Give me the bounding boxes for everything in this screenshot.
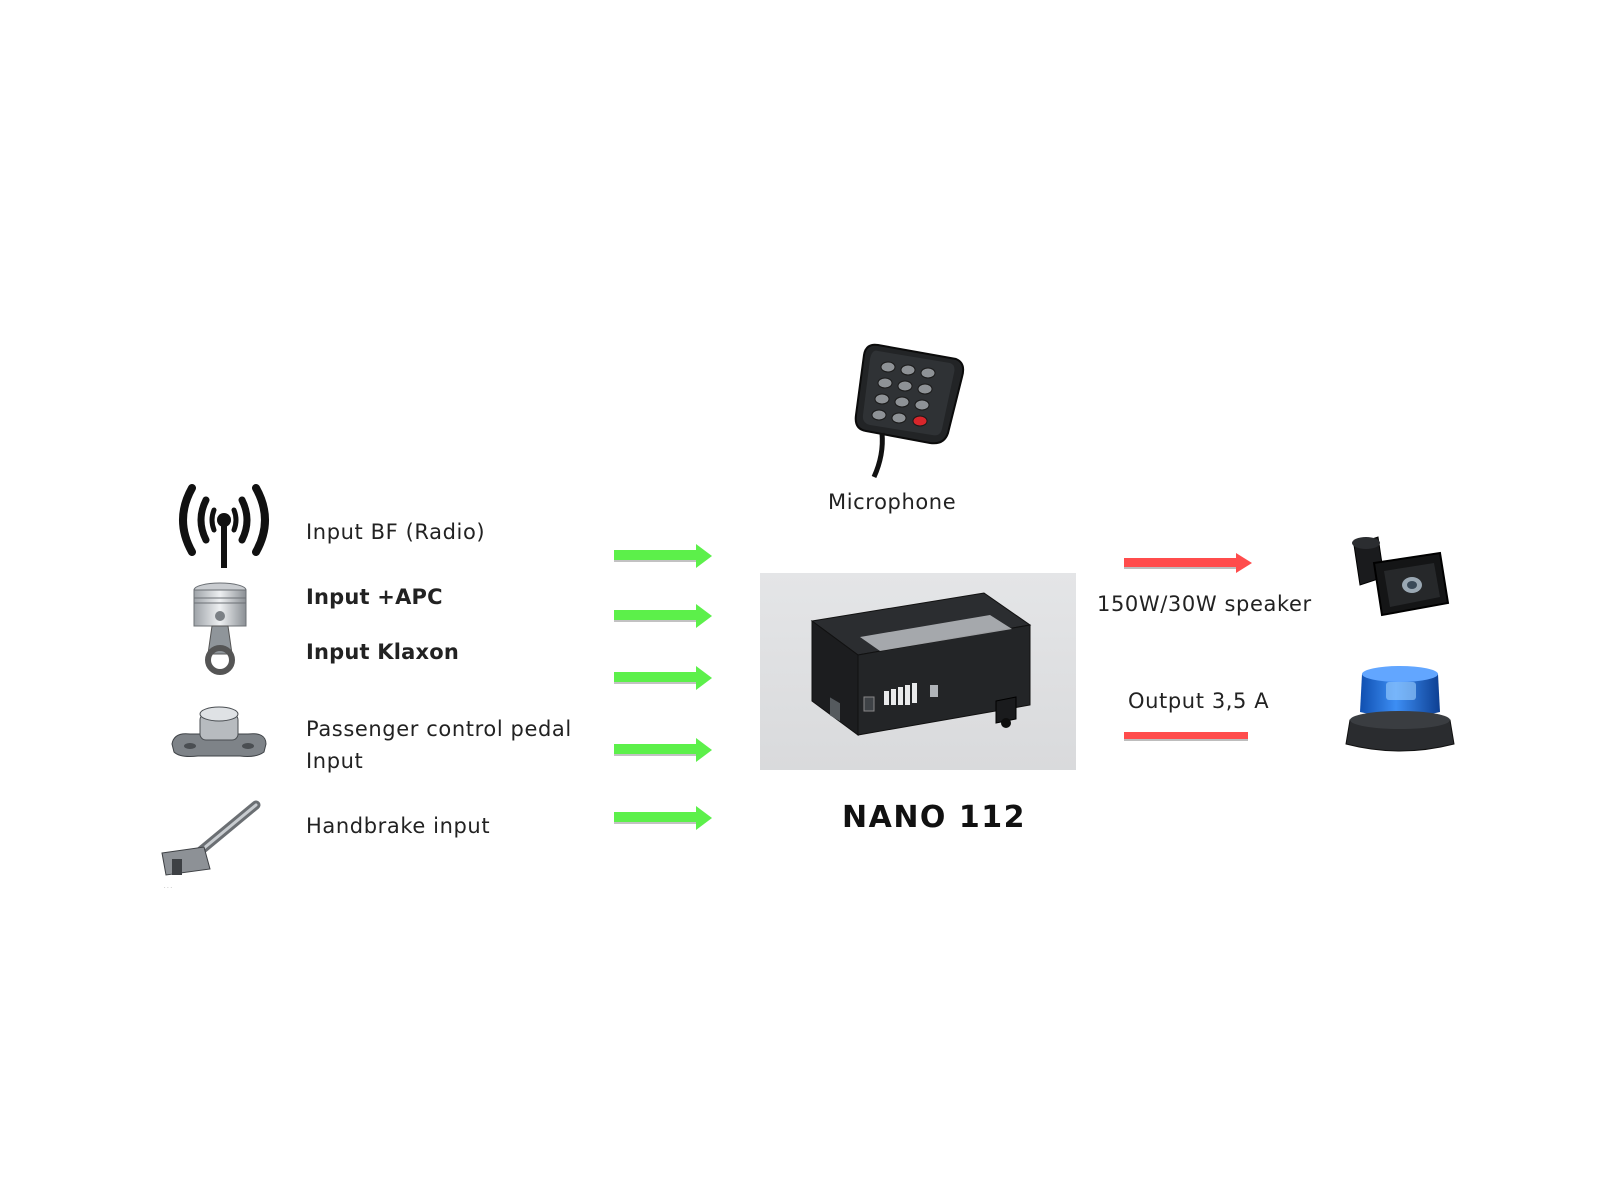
output-label-beacon: Output 3,5 A [1128, 689, 1270, 713]
input-arrow-4 [614, 738, 712, 762]
input-label-klaxon: Input Klaxon [306, 640, 460, 664]
input-label-handbrake: Handbrake input [306, 814, 491, 838]
nano-112-unit-icon [810, 592, 1032, 736]
radio-antenna-icon [179, 484, 269, 568]
input-arrow-1 [614, 544, 712, 568]
svg-text:· · ·: · · · [164, 885, 172, 891]
handbrake-icon: · · · [161, 800, 261, 891]
input-label-apc: Input +APC [306, 585, 443, 609]
input-label-pedal: Passenger control pedal Input [306, 717, 572, 773]
piston-icon [193, 582, 247, 675]
blue-beacon-icon [1345, 666, 1455, 752]
device-photo [760, 573, 1076, 770]
input-arrow-2 [614, 604, 712, 628]
output-arrow-beacon [1124, 732, 1248, 741]
output-label-speaker: 150W/30W speaker [1097, 592, 1312, 616]
microphone-label: Microphone [828, 490, 957, 514]
siren-speaker-icon [1352, 536, 1450, 617]
input-arrow-5 [614, 806, 712, 830]
microphone-icon [854, 343, 965, 479]
device-name: NANO 112 [842, 800, 1027, 835]
output-arrow-speaker [1124, 553, 1252, 573]
foot-pedal-icon [171, 706, 267, 757]
input-arrow-3 [614, 666, 712, 690]
input-label-radio: Input BF (Radio) [306, 520, 486, 544]
